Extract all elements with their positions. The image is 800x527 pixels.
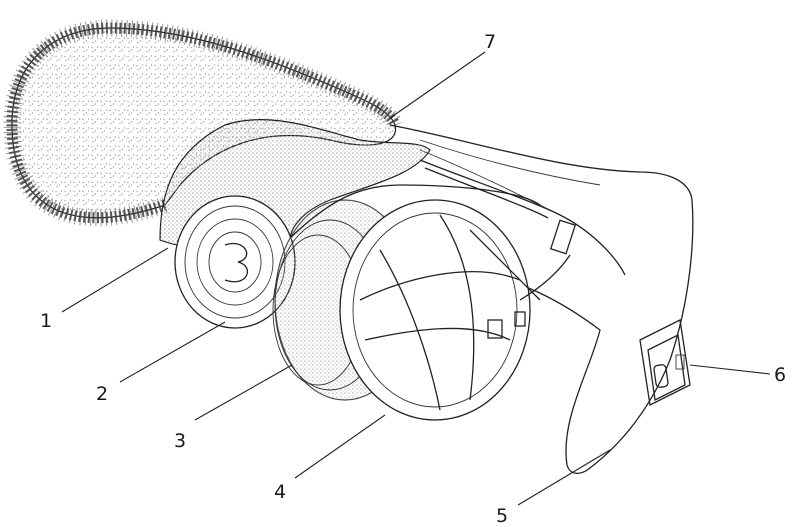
switch-module <box>640 320 690 405</box>
callout-7: 7 <box>484 31 496 53</box>
leader-7 <box>390 52 485 118</box>
valve-cage <box>340 200 540 420</box>
leader-4 <box>295 415 385 478</box>
leader-1 <box>62 248 168 312</box>
leader-2 <box>120 322 225 382</box>
leader-5 <box>518 450 610 505</box>
callout-3: 3 <box>174 430 186 452</box>
callout-4: 4 <box>274 481 286 503</box>
leader-6 <box>690 365 770 374</box>
callout-6: 6 <box>774 364 786 386</box>
leader-3 <box>195 365 292 420</box>
callout-1: 1 <box>40 310 52 332</box>
callout-5: 5 <box>496 505 508 527</box>
callout-2: 2 <box>96 383 108 405</box>
